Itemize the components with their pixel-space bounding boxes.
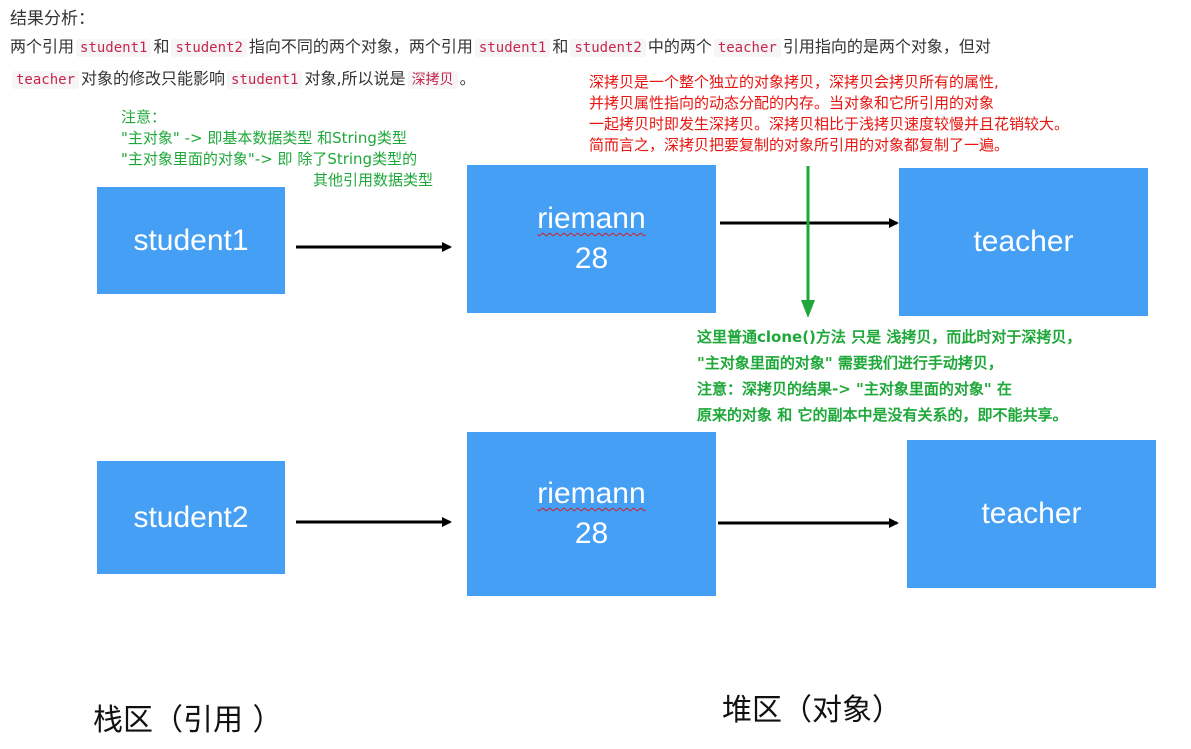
paragraph-text: 引用指向的是两个对象，但对 (782, 37, 991, 56)
inline-code: student1 (474, 39, 551, 57)
inline-code: teacher (713, 39, 781, 57)
stack-area-label: 栈区（引用 ） (93, 703, 283, 738)
inline-code: student2 (570, 39, 646, 57)
teacher-label: teacher (973, 225, 1074, 258)
inline-code: 深拷贝 (407, 71, 458, 89)
result-heading: 结果分析： (10, 9, 95, 29)
object-name: riemann (537, 477, 646, 510)
green-note-line: 注意： (121, 108, 167, 126)
inline-code: student1 (76, 39, 152, 57)
clone-note-line: 原来的对象 和 它的副本中是没有关系的，即不能共享。 (697, 406, 1068, 424)
student1-reference-box: student1 (97, 187, 285, 294)
deep-copy-note-line: 简而言之，深拷贝把要复制的对象所引用的对象都复制了一遍。 (589, 136, 1010, 154)
green-note-line: 其他引用数据类型 (313, 171, 434, 189)
green-note-line: "主对象里面的对象"-> 即 除了String类型的 (121, 150, 418, 168)
inline-code: teacher (12, 71, 80, 89)
teacher-label: teacher (981, 497, 1082, 530)
teacher2-object-box: teacher (907, 440, 1156, 588)
green-attention-note: 注意： "主对象" -> 即基本数据类型 和String类型 "主对象里面的对象… (121, 107, 433, 191)
deep-copy-note: 深拷贝是一个整个独立的对象拷贝，深拷贝会拷贝所有的属性, 并拷贝属性指向的动态分… (589, 72, 1069, 156)
paragraph-text: 。 (459, 69, 476, 88)
clone-note: 这里普通clone()方法 只是 浅拷贝，而此时对于深拷贝， "主对象里面的对象… (697, 324, 1081, 428)
teacher1-object-box: teacher (899, 168, 1148, 316)
green-pointer-head (801, 300, 815, 318)
deep-copy-note-line: 深拷贝是一个整个独立的对象拷贝，深拷贝会拷贝所有的属性, (589, 73, 999, 91)
heap-area-label: 堆区（对象） (722, 693, 902, 728)
paragraph-text: 对象的修改只能影响 (81, 69, 226, 88)
green-note-line: "主对象" -> 即基本数据类型 和String类型 (121, 129, 407, 147)
student2-label: student2 (133, 500, 249, 534)
clone-note-line: "主对象里面的对象" 需要我们进行手动拷贝， (697, 354, 1003, 372)
inline-code: student1 (227, 71, 303, 89)
student1-label: student1 (133, 223, 249, 257)
deep-copy-note-line: 并拷贝属性指向的动态分配的内存。当对象和它所引用的对象 (589, 94, 995, 112)
object-age: 28 (574, 517, 609, 550)
paragraph-text: 和 (552, 37, 569, 56)
object-age: 28 (574, 242, 609, 275)
deep-copy-note-line: 一起拷贝时即发生深拷贝。深拷贝相比于浅拷贝速度较慢并且花销较大。 (589, 115, 1070, 133)
clone-note-line: 注意：深拷贝的结果-> "主对象里面的对象" 在 (697, 380, 1012, 398)
inline-code: student2 (171, 39, 247, 57)
paragraph-text: 和 (153, 37, 170, 56)
student2-reference-box: student2 (97, 461, 285, 574)
paragraph-text: 中的两个 (647, 37, 712, 56)
clone-note-line: 这里普通clone()方法 只是 浅拷贝，而此时对于深拷贝， (697, 328, 1082, 346)
student1-object-box: riemann 28 (467, 165, 716, 313)
student2-object-box: riemann 28 (467, 432, 716, 596)
paragraph-text: 对象,所以说是 (304, 69, 406, 88)
paragraph-text: 指向不同的两个对象，两个引用 (248, 37, 473, 56)
object-name: riemann (537, 202, 646, 235)
paragraph-text: 两个引用 (10, 37, 75, 56)
